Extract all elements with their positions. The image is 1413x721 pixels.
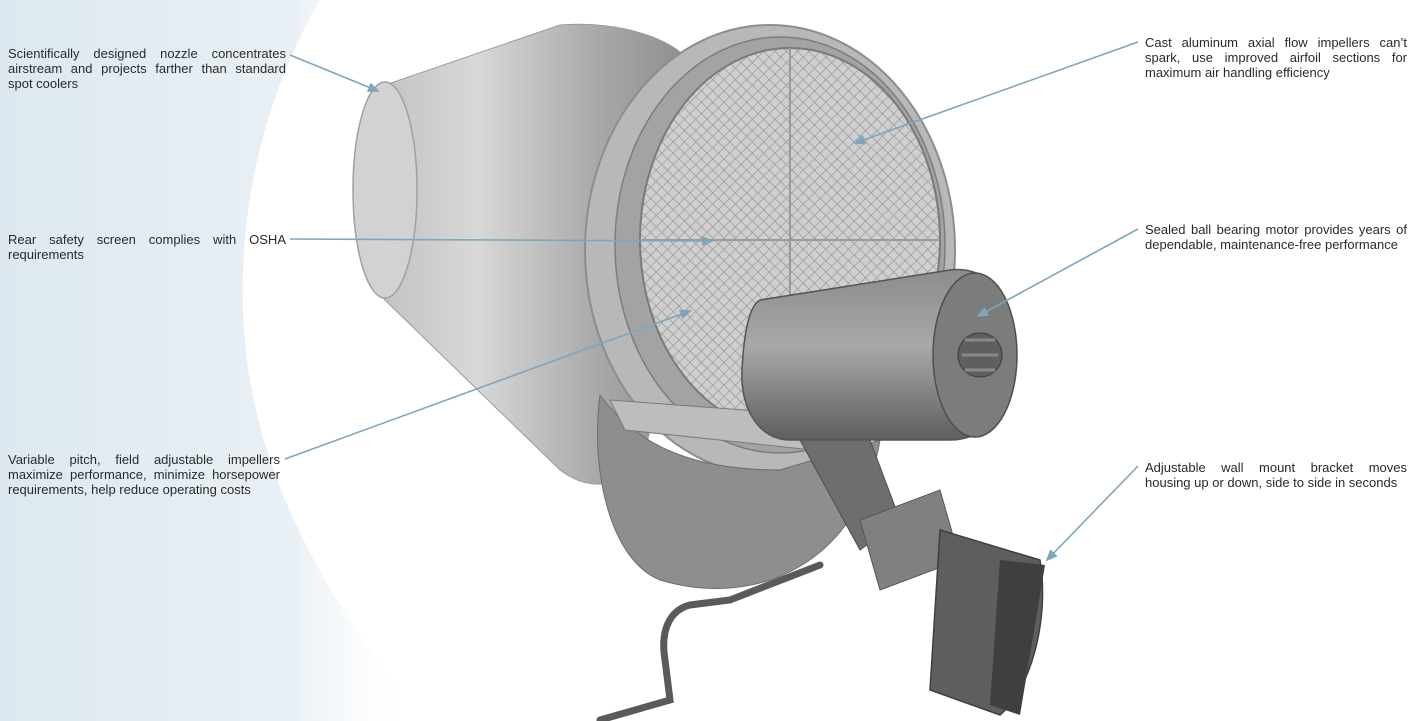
callout-nozzle: Scientifically designed nozzle concentra… — [8, 46, 286, 91]
leader-line-screen — [289, 235, 714, 246]
motor — [741, 268, 1018, 441]
leader-lines — [284, 41, 1139, 562]
callout-impellers: Cast aluminum axial flow impellers can’t… — [1145, 35, 1407, 80]
leader-line-motor — [976, 228, 1139, 317]
leader-line-bracket — [1045, 465, 1139, 562]
callout-bracket: Adjustable wall mount bracket moves hous… — [1145, 460, 1407, 490]
leader-line-impellers — [853, 41, 1139, 145]
leader-line-pitch — [284, 309, 692, 460]
callout-rear-screen: Rear safety screen complies with OSHA re… — [8, 232, 286, 262]
adjustment-crank — [596, 561, 824, 721]
callout-variable-pitch: Variable pitch, field adjustable impelle… — [8, 452, 280, 497]
wall-mount-bracket — [799, 439, 1045, 716]
callout-motor: Sealed ball bearing motor provides years… — [1145, 222, 1407, 252]
leader-line-nozzle — [289, 54, 380, 92]
